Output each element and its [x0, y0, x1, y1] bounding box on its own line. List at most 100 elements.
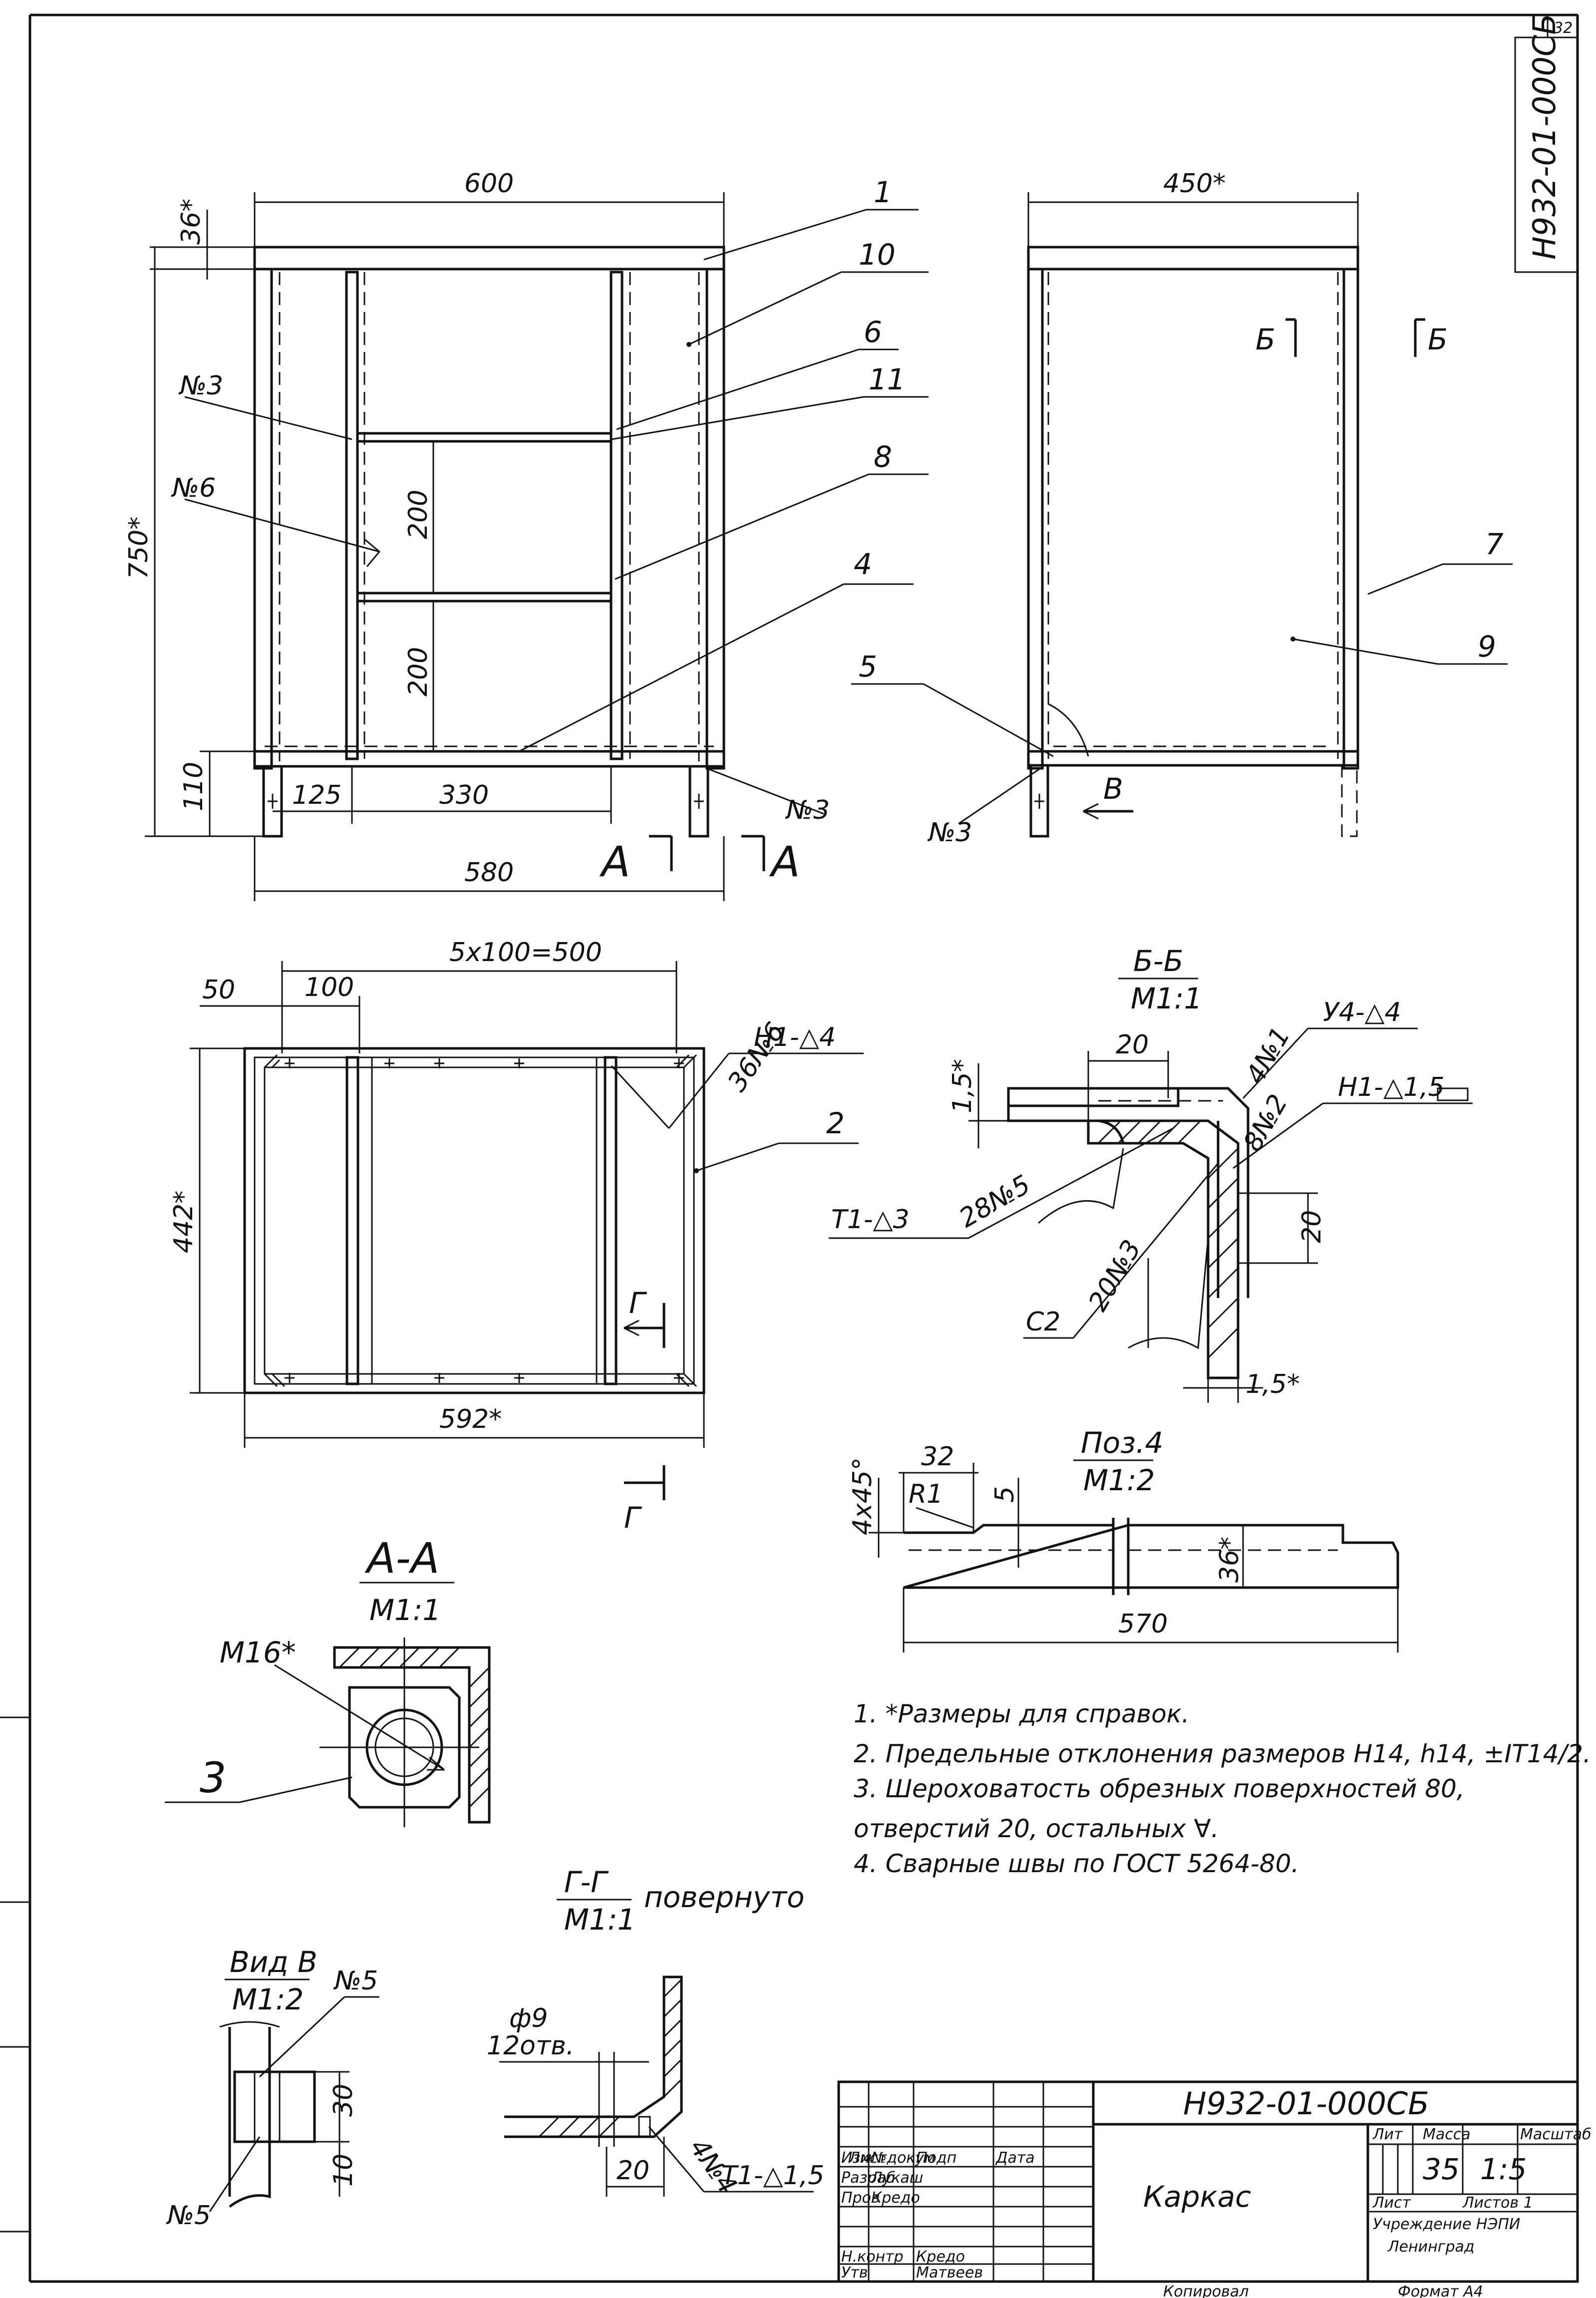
section-mark-a-right: А	[769, 837, 800, 886]
section-bb-w5-type: Т1-△3	[831, 1205, 910, 1235]
pos4-dim-r1: R1	[909, 1479, 943, 1509]
tb-name: Каркас	[1143, 2180, 1251, 2214]
dim-pitch: 5x100=500	[449, 938, 602, 968]
section-mark-g-top: Г	[629, 1286, 647, 1320]
callout-4: 4	[854, 547, 872, 581]
callout-5: 5	[859, 650, 877, 683]
pos4-title: Поз.4	[1081, 1426, 1163, 1460]
tb-r0-c0: Изм	[841, 2149, 872, 2167]
tb-code: Н932-01-000СБ	[1183, 2085, 1429, 2122]
tb-r3-c0: Н.контр	[841, 2248, 904, 2266]
view-b: Вид В М1:2 30 10 №5 №5	[166, 1945, 379, 2231]
pos4-dim-36: 36*	[1215, 1537, 1245, 1583]
plan-view	[243, 1047, 705, 1394]
section-gg: Г-Г М1:1 повернуто ф9 12отв. 20 4№4 Т1-△…	[487, 1865, 824, 2200]
view-b-mark-bottom: №5	[166, 2201, 211, 2231]
dim-50: 50	[202, 975, 235, 1005]
section-bb-dim-15a: 1,5*	[948, 1059, 977, 1113]
tb-format: Формат А4	[1398, 2283, 1483, 2298]
callout-7: 7	[1485, 527, 1504, 561]
note-3: 3. Шероховатость обрезных поверхностей 8…	[854, 1774, 1465, 1803]
section-aa: А-А М1:1 М16* 3	[165, 1534, 491, 1827]
callout-8: 8	[874, 440, 892, 474]
front-view-callouts: 1 10 6 11 8 4 №3 №6 №3 А	[171, 175, 929, 886]
pos4-dim-570: 570	[1118, 1609, 1168, 1639]
section-bb-w2: 8№2	[1238, 1089, 1293, 1156]
view-b-title: Вид В	[230, 1945, 318, 1979]
notes: 1. *Размеры для справок. 2. Предельные о…	[854, 1699, 1591, 1878]
section-mark-b-left: Б	[1256, 323, 1276, 356]
tb-r2-c0: Пров	[841, 2189, 880, 2207]
sheet-frame: 32 Н932-01-000СБ	[0, 13, 1579, 2283]
section-mark-g-bottom: Г	[624, 1501, 642, 1535]
note-2: 2. Предельные отклонения размеров Н14, h…	[854, 1739, 1591, 1768]
section-gg-hole: ф9	[509, 2003, 548, 2033]
tb-scale: 1:5	[1480, 2152, 1527, 2186]
section-bb-w2-type: Н1-△1,5	[1338, 1072, 1445, 1102]
tb-r3-c1: Кредо	[916, 2248, 965, 2266]
dim-top-36: 36*	[176, 199, 206, 245]
section-aa-bolt: М16*	[220, 1636, 296, 1669]
section-bb-w1-type: У4-△4	[1323, 997, 1401, 1027]
pos4-dim-32: 32	[921, 1442, 954, 1472]
callout-2: 2	[826, 1106, 845, 1140]
tb-col-mass: Масса	[1423, 2126, 1471, 2143]
plan-weld-type: Н1-△4	[754, 1022, 836, 1052]
dim-bottom-110: 110	[179, 762, 209, 811]
callout-9: 9	[1478, 630, 1496, 663]
dim-100: 100	[305, 973, 354, 1002]
dim-height-750: 750*	[124, 517, 154, 579]
weld-mark-n6: №6	[171, 473, 216, 503]
view-mark-v: В	[1103, 772, 1123, 806]
weld-mark-n3-left: №3	[178, 371, 223, 401]
dim-330: 330	[439, 780, 489, 810]
view-b-scale: М1:2	[232, 1982, 304, 2016]
pos4-detail: Поз.4 М1:2 32 R1 5 4x45° 36* 570	[848, 1426, 1399, 1652]
callout-3: 3	[200, 1753, 226, 1802]
dim-125: 125	[292, 780, 341, 810]
section-aa-scale: М1:1	[369, 1593, 441, 1627]
sheet-code-vertical: Н932-01-000СБ	[1526, 13, 1563, 260]
side-view: 450* Б Б 7 9 5 №3 В	[851, 169, 1513, 848]
dim-width-600: 600	[464, 169, 514, 199]
section-gg-title: Г-Г	[564, 1865, 609, 1899]
plan-view-dimensions: 5x100=500 50 100 442* 592* 36№6 Н1-△4 2 …	[169, 938, 864, 1535]
view-b-mark-top: №5	[333, 1966, 378, 1996]
callout-6: 6	[864, 315, 882, 349]
note-4: 4. Сварные швы по ГОСТ 5264-80.	[854, 1849, 1299, 1878]
note-3-cont: отверстий 20, остальных ∀.	[854, 1814, 1219, 1843]
tb-r4-c0: Утв	[841, 2264, 868, 2282]
section-bb-dim-20b: 20	[1297, 1210, 1327, 1243]
dim-side-width-450: 450*	[1163, 169, 1226, 199]
tb-r0-c2: №докум	[870, 2149, 936, 2167]
section-gg-scale: М1:1	[564, 1903, 636, 1937]
tb-r0-c1: Лист	[848, 2149, 888, 2167]
note-1: 1. *Размеры для справок.	[854, 1699, 1190, 1728]
pos4-scale: М1:2	[1083, 1463, 1155, 1497]
tb-r1-c0: Разраб	[841, 2169, 895, 2187]
section-gg-holes-count: 12отв.	[487, 2031, 574, 2061]
callout-11: 11	[869, 362, 906, 396]
tb-sheets: Листов 1	[1462, 2194, 1533, 2212]
dim-shelf-200a: 200	[403, 490, 433, 539]
tb-org2: Ленинград	[1387, 2238, 1475, 2256]
tb-copied: Копировал	[1163, 2283, 1249, 2298]
title-block: Н932-01-000СБ Каркас Лит Масса Масштаб 3…	[837, 2080, 1592, 2298]
tb-mass: 35	[1423, 2152, 1460, 2186]
tb-r0-c4: Дата	[995, 2149, 1035, 2167]
section-bb-w3-type: С2	[1026, 1307, 1060, 1337]
section-bb-w1: 4№1	[1240, 1022, 1296, 1089]
dim-base-580: 580	[464, 858, 514, 888]
section-bb-dim-15b: 1,5*	[1246, 1369, 1300, 1399]
plan-fastener-marks	[285, 1058, 684, 1383]
dim-plan-width: 592*	[439, 1404, 502, 1434]
view-b-dim-10: 10	[328, 2154, 358, 2187]
callout-10: 10	[859, 238, 896, 272]
section-bb-dim-20a: 20	[1116, 1030, 1149, 1060]
pos4-dim-chamfer: 4x45°	[848, 1457, 878, 1535]
tb-r4-c1: Матвеев	[916, 2264, 983, 2282]
section-mark-a-left: А	[599, 837, 630, 886]
sheet-number: 32	[1554, 19, 1573, 37]
section-gg-dim-20: 20	[617, 2156, 649, 2186]
